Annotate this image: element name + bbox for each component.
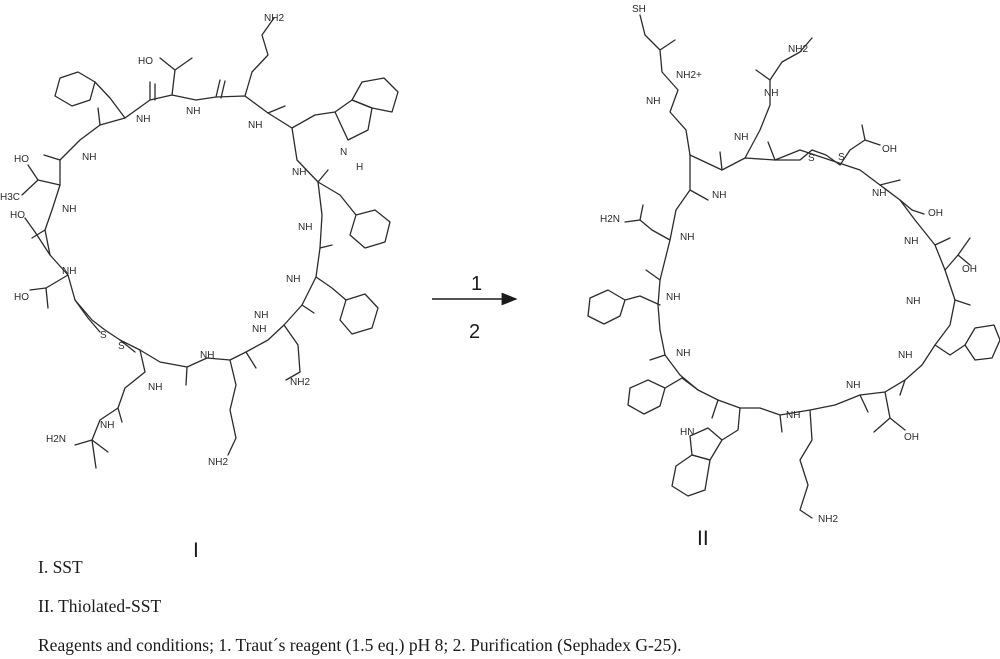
atom-label: NH xyxy=(62,266,76,277)
atom-label: NH xyxy=(734,132,748,143)
atom-label: NH2 xyxy=(290,377,310,388)
atom-label: NH xyxy=(62,204,76,215)
atom-label: NH xyxy=(252,324,266,335)
atom-label: NH xyxy=(646,96,660,107)
atom-label: NH xyxy=(904,236,918,247)
reaction-step-2: 2 xyxy=(469,321,480,343)
atom-label: HO xyxy=(138,56,153,67)
atom-label: NH2 xyxy=(788,44,808,55)
atom-label: NH xyxy=(898,350,912,361)
atom-label: S xyxy=(118,341,125,352)
atom-label: NH xyxy=(286,274,300,285)
atom-label: NH xyxy=(148,382,162,393)
compound-ii-atom-labels: SH NH2+ NH NH2 NH NH S S OH H2N NH NH NH… xyxy=(600,4,977,525)
atom-label: NH xyxy=(872,188,886,199)
atom-label: NH xyxy=(680,232,694,243)
atom-label: NH xyxy=(200,350,214,361)
atom-label: OH xyxy=(904,432,919,443)
atom-label: H3C xyxy=(0,192,20,203)
atom-label: S xyxy=(808,153,815,164)
atom-label: HO xyxy=(14,154,29,165)
atom-label: NH xyxy=(676,348,690,359)
compound-i-atom-labels: NH2 HO NH NH NH NH HO H3C NH NH HO NH HO… xyxy=(0,13,363,468)
reaction-step-1: 1 xyxy=(471,273,482,295)
atom-label: H xyxy=(356,162,363,173)
atom-label: NH xyxy=(254,310,268,321)
atom-label: NH xyxy=(906,296,920,307)
atom-label: NH xyxy=(82,152,96,163)
atom-label: NH xyxy=(292,167,306,178)
atom-label: NH2 xyxy=(208,457,228,468)
compound-i-structure xyxy=(21,17,399,469)
atom-label: H2N xyxy=(600,214,620,225)
atom-label: NH xyxy=(666,292,680,303)
atom-label: NH2+ xyxy=(676,70,702,81)
atom-label: NH xyxy=(248,120,262,131)
caption-compound-i: I. SST xyxy=(38,557,83,577)
atom-label: NH xyxy=(100,420,114,431)
atom-label: N xyxy=(340,147,347,158)
atom-label: NH xyxy=(846,380,860,391)
atom-label: NH2 xyxy=(818,514,838,525)
atom-label: NH2 xyxy=(264,13,284,24)
atom-label: NH xyxy=(764,88,778,99)
caption-compound-ii: II. Thiolated-SST xyxy=(38,596,162,616)
atom-label: H2N xyxy=(46,434,66,445)
atom-label: NH xyxy=(186,106,200,117)
compound-i-label: I xyxy=(193,539,199,562)
compound-ii-label: II xyxy=(697,527,709,550)
atom-label: OH xyxy=(928,208,943,219)
atom-label: HN xyxy=(680,427,694,438)
caption-reagents-conditions: Reagents and conditions; 1. Traut´s reag… xyxy=(38,635,682,655)
atom-label: HO xyxy=(10,210,25,221)
atom-label: S xyxy=(838,152,845,163)
atom-label: OH xyxy=(882,144,897,155)
atom-label: S xyxy=(100,330,107,341)
atom-label: SH xyxy=(632,4,646,15)
atom-label: NH xyxy=(136,114,150,125)
atom-label: NH xyxy=(298,222,312,233)
compound-ii-structure xyxy=(587,14,1000,519)
atom-label: HO xyxy=(14,292,29,303)
atom-label: NH xyxy=(786,410,800,421)
atom-label: NH xyxy=(712,190,726,201)
atom-label: OH xyxy=(962,264,977,275)
